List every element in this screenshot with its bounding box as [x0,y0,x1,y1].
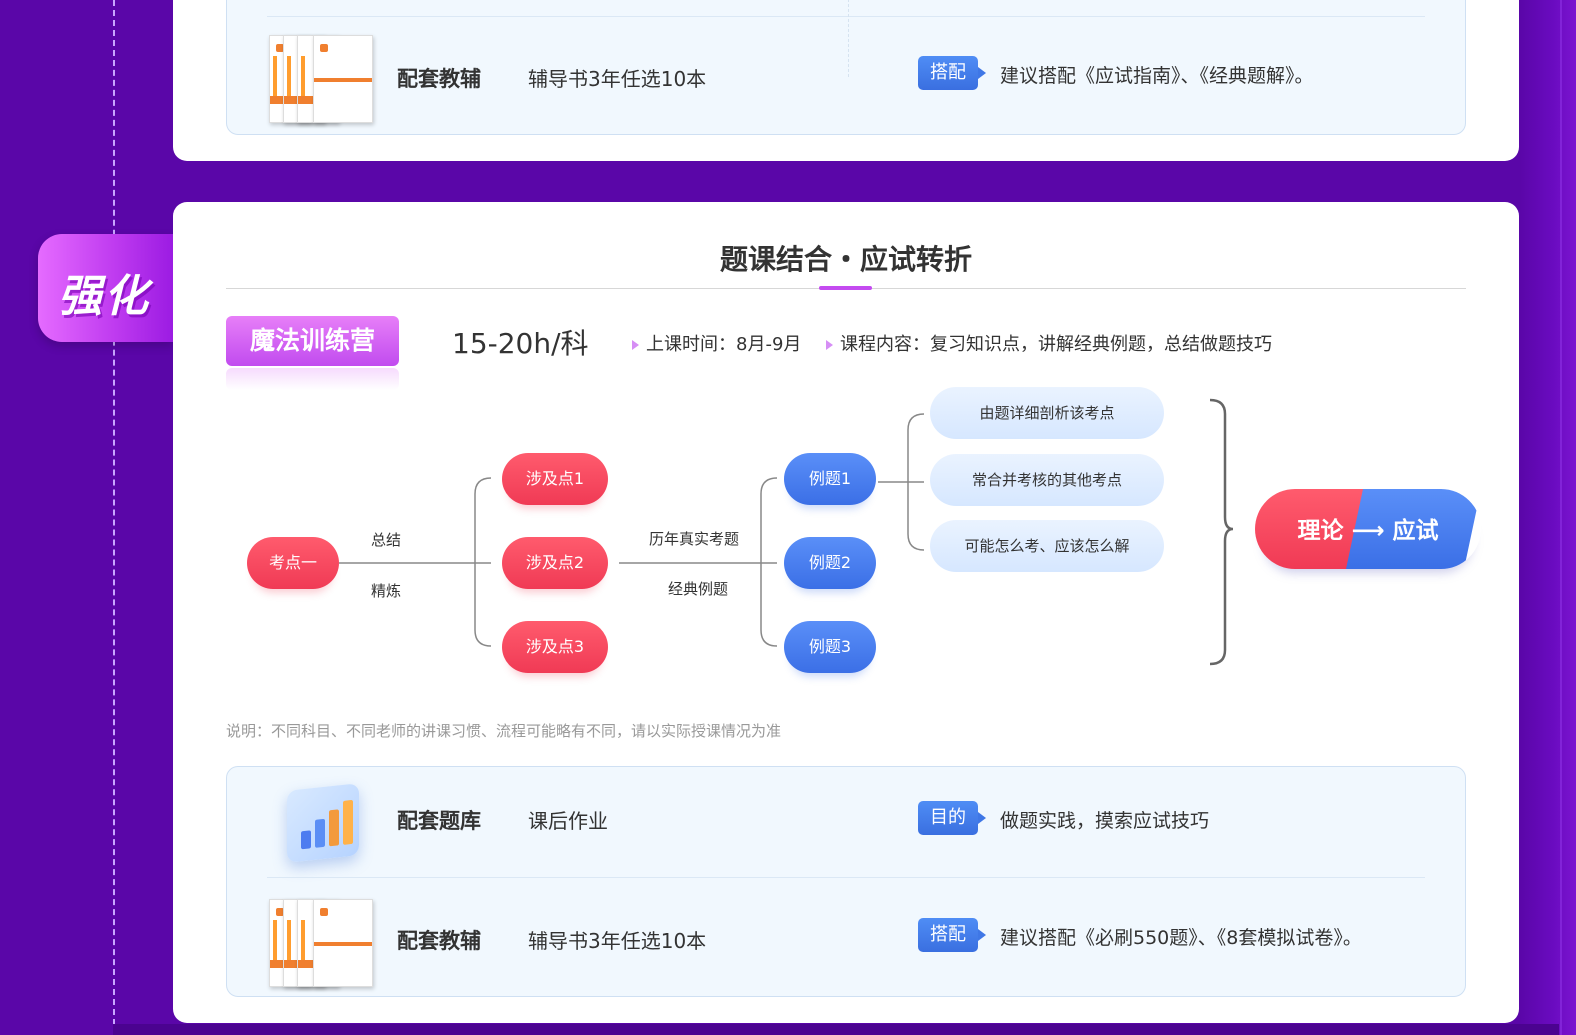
example-node-1: 例题1 [784,453,876,505]
purpose-text: 做题实践，摸索应试技巧 [1000,810,1210,832]
bar-chart-icon [287,783,359,863]
example-node-3: 例题3 [784,621,876,673]
pairing-tag: 搭配 [918,56,986,90]
schedule-text: 上课时间：8月-9月 [646,334,802,355]
books-row-title: 配套教辅 [397,67,481,91]
camp-label: 魔法训练营 [226,316,399,366]
right-edge-line [1560,0,1562,1035]
books-row-desc: 辅导书3年任选10本 [528,67,707,91]
triangle-bullet-icon [826,340,833,350]
pairing-tag: 搭配 [918,918,986,952]
books-row-desc: 辅导书3年任选10本 [528,929,707,953]
purpose-tag: 目的 [918,801,986,835]
disclaimer-note: 说明：不同科目、不同老师的讲课习惯、流程可能略有不同，请以实际授课情况为准 [226,722,782,740]
theory-to-exam-badge: 理论 ⟶ 应试 [1255,489,1481,569]
right-edge-decoration [1520,0,1576,1035]
root-point-node: 考点一 [247,537,339,589]
mid-label-past-exams: 历年真实考题 [649,530,740,548]
root-label-summary: 总结 [371,531,402,549]
pairing-text: 建议搭配《必刷550题》、《8套模拟试卷》。 [1000,927,1362,949]
analysis-node-2: 常合并考核的其他考点 [930,454,1164,506]
bottom-strip [113,1024,1559,1035]
section-title: 题课结合・应试转折 [719,243,972,276]
section-badge-text: 强化 [58,271,150,322]
triangle-bullet-icon [632,340,639,350]
content-info: 课程内容：复习知识点，讲解经典例题，总结做题技巧 [826,330,1272,356]
example-node-2: 例题2 [784,537,876,589]
books-icon [267,893,375,987]
main-card: 题课结合・应试转折 魔法训练营 15-20h/科 上课时间：8月-9月 课程内容… [173,202,1519,1023]
pairing-text: 建议搭配《应试指南》、《经典题解》。 [1000,65,1314,87]
question-bank-desc: 课后作业 [528,809,608,833]
analysis-node-1: 由题详细剖析该考点 [930,387,1164,439]
camp-label-reflection [226,368,399,390]
title-accent [819,286,872,290]
point-node-1: 涉及点1 [502,453,608,505]
analysis-node-3: 可能怎么考、应该怎么解 [930,520,1164,572]
result-left-text: 理论 [1297,518,1344,544]
result-right-text: 应试 [1392,518,1439,544]
books-icon [267,29,375,123]
schedule-info: 上课时间：8月-9月 [632,330,801,356]
section-badge: 强化 [38,234,174,342]
diagram-connectors [339,398,1234,666]
books-row-title: 配套教辅 [397,929,481,953]
mid-label-classic: 经典例题 [668,580,729,598]
materials-box: 配套题库 课后作业 目的 做题实践，摸索应试技巧 配套教辅 辅导书3年任选10本… [226,766,1466,997]
timeline-dashed-line [113,0,115,1035]
content-text: 课程内容：复习知识点，讲解经典例题，总结做题技巧 [840,334,1272,355]
top-material-box: 配套教辅 辅导书3年任选10本 搭配 建议搭配《应试指南》、《经典题解》。 [226,0,1466,135]
row-separator [267,16,1425,17]
point-node-3: 涉及点3 [502,621,608,673]
arrow-right-icon: ⟶ [1351,518,1385,544]
root-label-refine: 精炼 [371,582,402,600]
row-separator [267,877,1425,878]
point-node-2: 涉及点2 [502,537,608,589]
question-bank-title: 配套题库 [397,809,481,833]
column-divider [848,0,849,77]
hours-per-subject: 15-20h/科 [452,327,589,360]
top-card: 配套教辅 辅导书3年任选10本 搭配 建议搭配《应试指南》、《经典题解》。 [173,0,1519,161]
